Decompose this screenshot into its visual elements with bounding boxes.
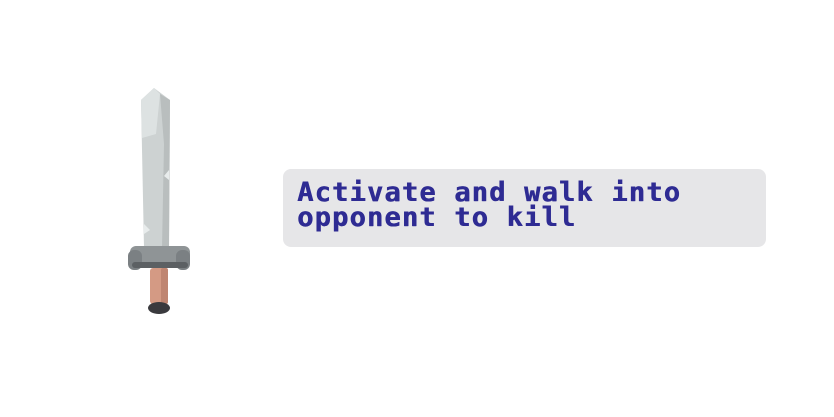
item-description: Activate and walk into opponent to kill bbox=[297, 177, 682, 233]
sword-blade-nick bbox=[144, 224, 150, 234]
sword-blade-nick bbox=[164, 170, 169, 180]
item-tooltip: Activate and walk into opponent to kill bbox=[283, 169, 766, 247]
sword-blade-shadow bbox=[160, 94, 170, 248]
sword-icon[interactable] bbox=[120, 84, 200, 318]
sword-pommel bbox=[148, 302, 170, 314]
sword-grip-shade bbox=[161, 268, 168, 304]
sword-crossguard bbox=[130, 246, 190, 266]
sword-blade-highlight bbox=[141, 88, 160, 138]
sword-crossguard-shadow bbox=[132, 262, 188, 268]
